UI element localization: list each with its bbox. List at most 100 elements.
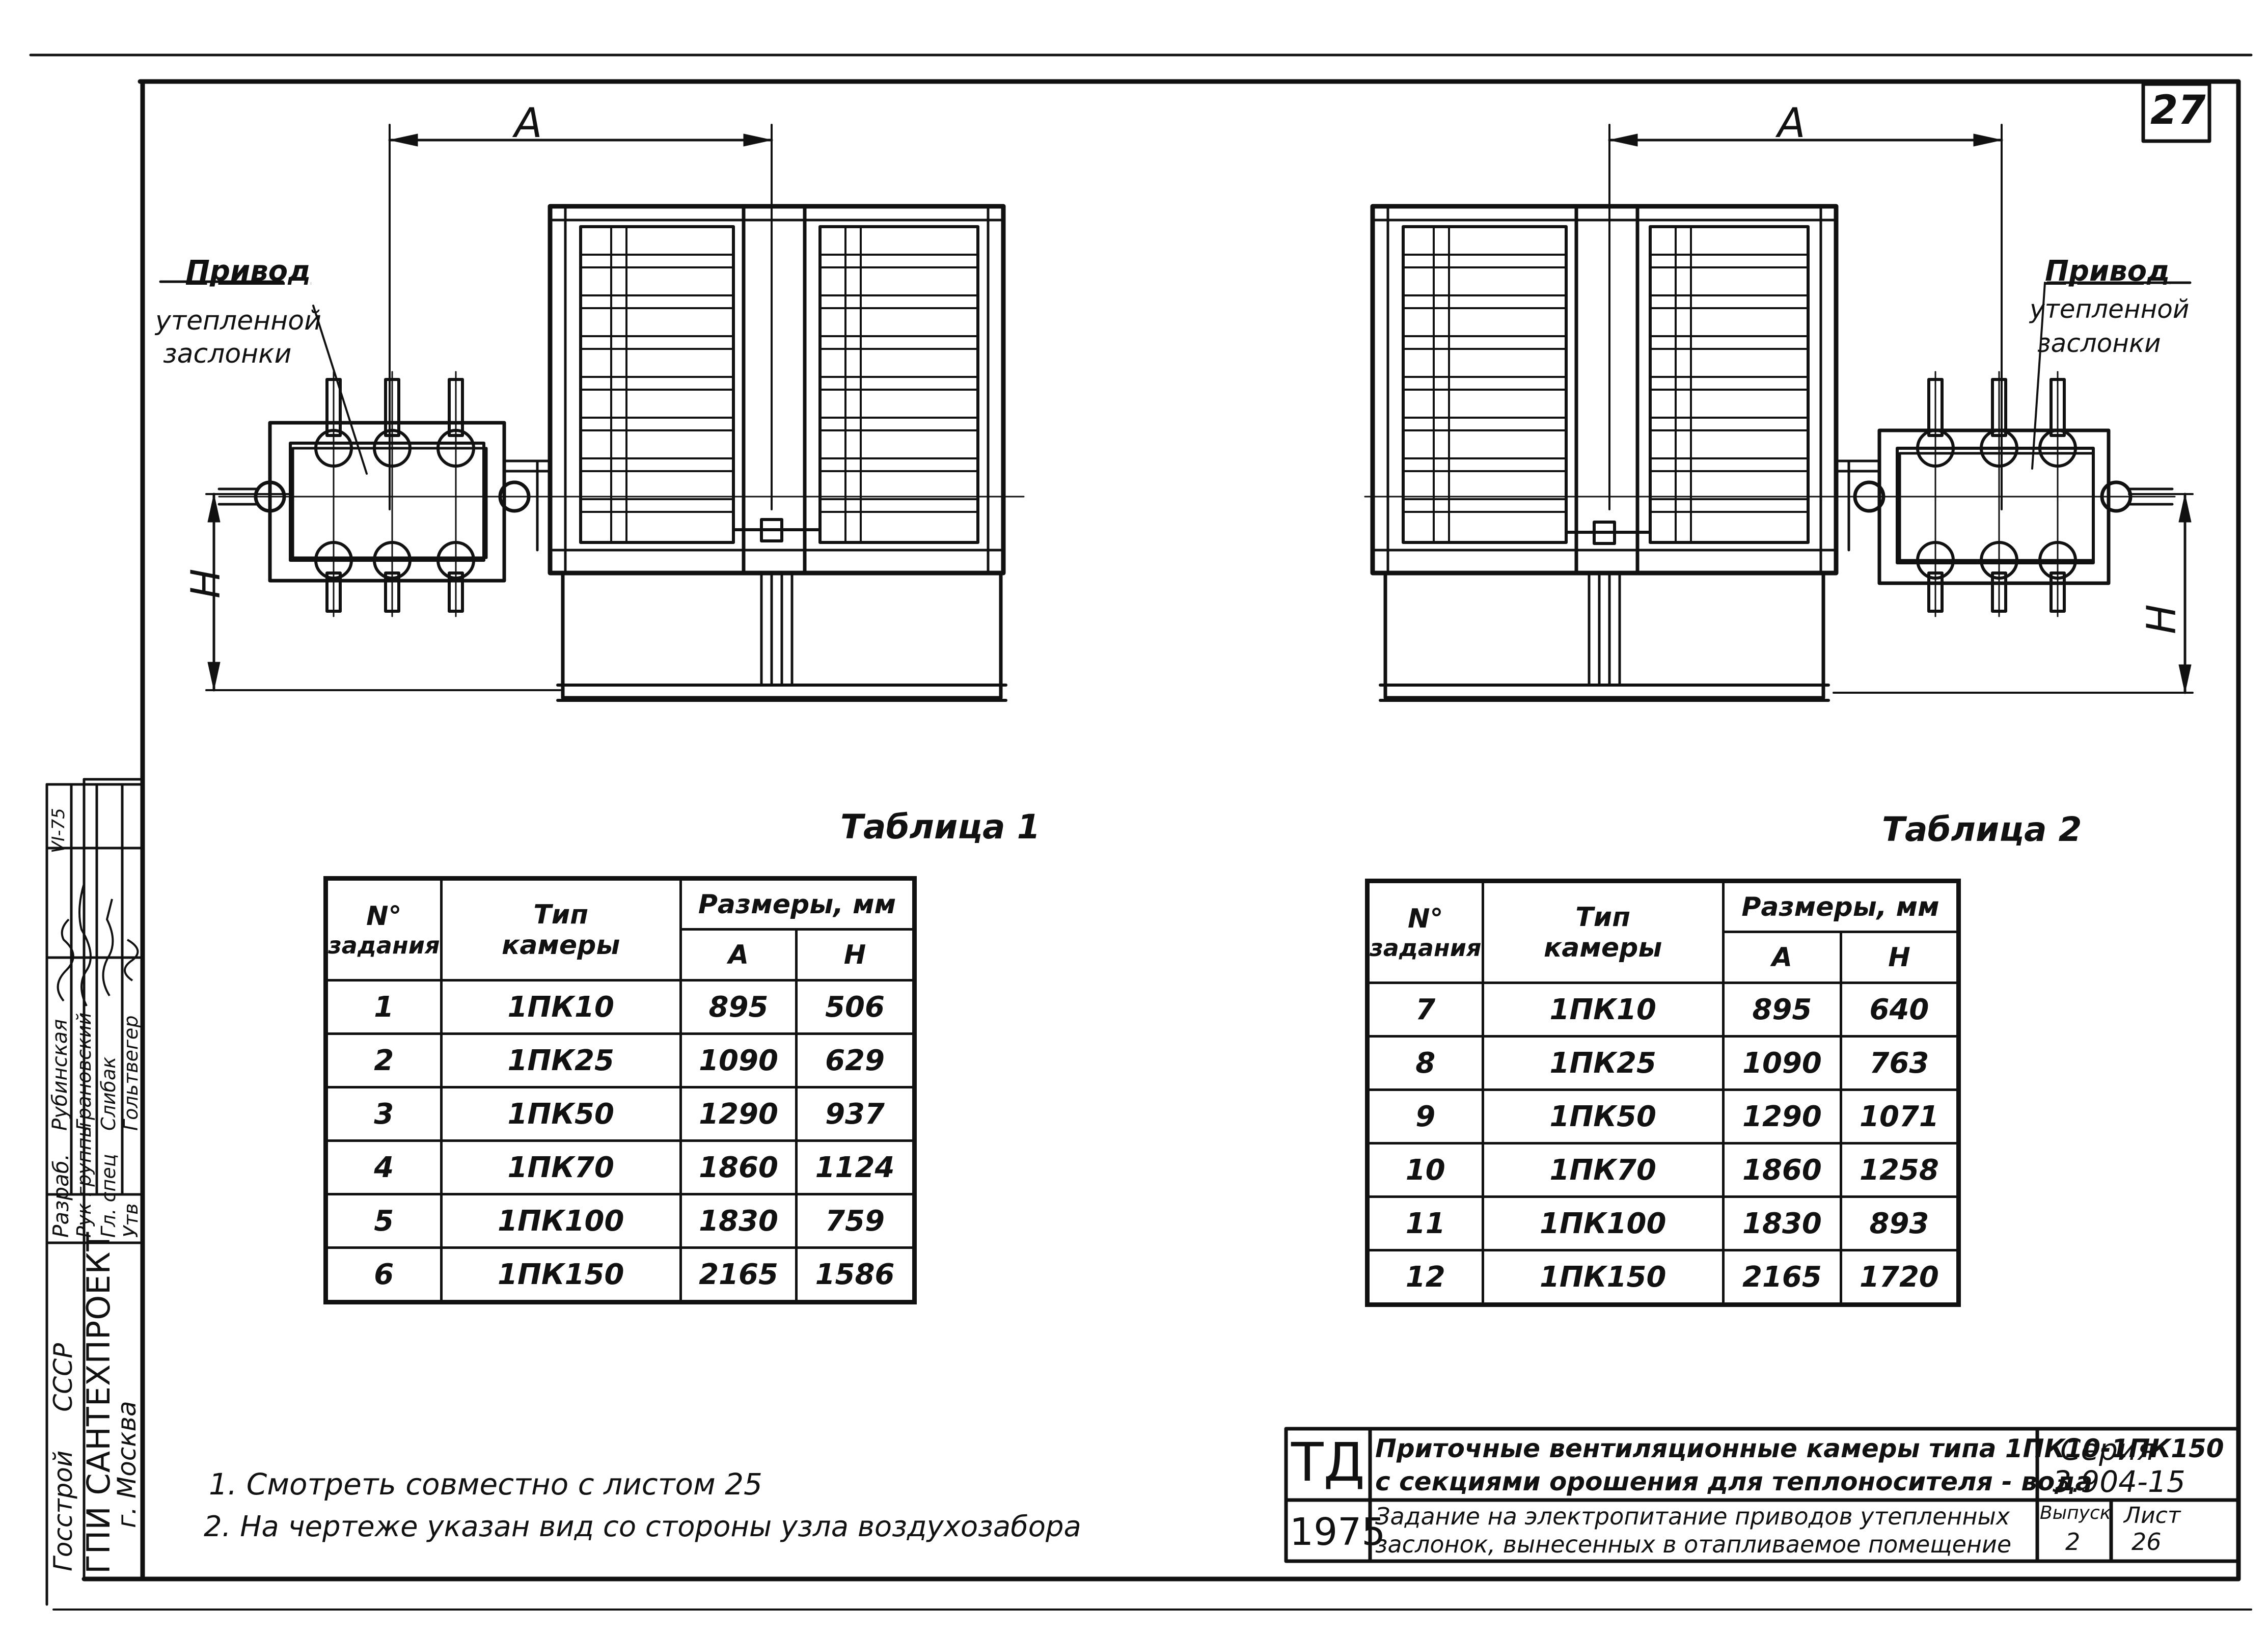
table2-cell-num: 10	[1366, 1142, 1484, 1198]
table1-cell-a: 1090	[679, 1032, 798, 1088]
table1-cell-a: 1860	[679, 1139, 798, 1195]
table1-cell-a: 895	[679, 979, 798, 1035]
table1-cell-type: 1ПК100	[440, 1193, 682, 1249]
dimension-h-label-right: H	[2139, 604, 2185, 634]
table2-cell-a: 2165	[1722, 1249, 1842, 1306]
series-label: Серия	[2060, 1432, 2155, 1467]
side-stamp-frame	[45, 778, 144, 1606]
table1-cell-num: 6	[324, 1246, 443, 1303]
table2-cell-a: 895	[1722, 982, 1842, 1038]
table1-header-a: A	[679, 928, 798, 982]
table2-cell-num: 8	[1366, 1035, 1484, 1091]
table1-cell-h: 506	[795, 979, 916, 1035]
table1-cell-num: 4	[324, 1139, 443, 1195]
table2-cell-a: 1090	[1722, 1035, 1842, 1091]
table2-cell-type: 1ПК50	[1481, 1088, 1725, 1144]
table2-header-num: N° задания	[1366, 880, 1484, 984]
stamp-org-line1: Госстрой СССР	[48, 1343, 78, 1571]
table1-header-num-line2: задания	[328, 931, 440, 959]
table2-cell-num: 12	[1366, 1249, 1484, 1306]
table1-cell-num: 3	[324, 1086, 443, 1142]
table2-cell-h: 893	[1839, 1195, 1960, 1251]
table1-cell-num: 1	[324, 979, 443, 1035]
callout-left-line3: заслонки	[163, 339, 292, 369]
table2-cell-num: 9	[1366, 1088, 1484, 1144]
table1-header-num-line1: N°	[366, 901, 402, 932]
right-unit-drawing	[1364, 124, 2194, 702]
table1-cell-a: 1830	[679, 1193, 798, 1249]
callout-left-line2: утепленной	[155, 306, 321, 336]
sheet-label: Лист	[2124, 1503, 2181, 1529]
table1-cell-a: 2165	[679, 1246, 798, 1303]
table2-cell-type: 1ПК100	[1481, 1195, 1725, 1251]
title-block-frame	[1284, 1427, 2240, 1563]
table2-cell-type: 1ПК70	[1481, 1142, 1725, 1198]
issue-value: 2	[2065, 1528, 2081, 1556]
title-code: ТД	[1291, 1431, 1365, 1493]
note-1: 1. Смотреть совместно с листом 25	[209, 1467, 762, 1502]
table2-cell-h: 640	[1839, 982, 1960, 1038]
table2-cell-h: 1258	[1839, 1142, 1960, 1198]
table2-header-type: Тип камеры	[1481, 880, 1725, 984]
table1-header-type: Тип камеры	[440, 877, 682, 982]
stamp-name-4: Гольтвегер	[120, 1015, 142, 1131]
table1-header-type-line1: Тип	[533, 899, 589, 930]
table2-cell-type: 1ПК150	[1481, 1249, 1725, 1306]
table2-cell-a: 1290	[1722, 1088, 1842, 1144]
stamp-role-4: Утв	[120, 1203, 142, 1238]
table2-header-num-line2: задания	[1370, 934, 1482, 962]
subtitle-line2: заслонок, вынесенных в отапливаемое поме…	[1375, 1531, 2012, 1558]
table1-cell-h: 1586	[795, 1246, 916, 1303]
table1-cell-num: 2	[324, 1032, 443, 1088]
callout-left-line1: Привод	[186, 255, 311, 288]
table1-cell-type: 1ПК50	[440, 1086, 682, 1142]
table2-header-num-line1: N°	[1407, 903, 1443, 934]
table2-cell-num: 7	[1366, 982, 1484, 1038]
table2-header-type-line2: камеры	[1544, 932, 1662, 963]
table2-cell-num: 11	[1366, 1195, 1484, 1251]
table1-header-sizes: Размеры, мм	[679, 877, 916, 931]
table2-cell-type: 1ПК25	[1481, 1035, 1725, 1091]
stamp-role-2: Рук группы	[73, 1122, 95, 1238]
callout-right-line2: утепленной	[2030, 294, 2190, 324]
table1-cell-type: 1ПК25	[440, 1032, 682, 1088]
stamp-role-1: Разраб.	[48, 1153, 73, 1238]
table2-cell-h: 1720	[1839, 1249, 1960, 1306]
table1-cell-a: 1290	[679, 1086, 798, 1142]
sheet-number: 27	[2150, 88, 2206, 133]
table1-cell-h: 629	[795, 1032, 916, 1088]
stamp-org-line3: г. Москва	[112, 1401, 142, 1528]
side-stamp: Госстрой СССР ГПИ САНТЕХПРОЕКТ г. Москва…	[48, 782, 143, 1576]
left-unit-drawing	[159, 124, 1025, 702]
table2-caption: Таблица 2	[1882, 810, 2082, 849]
title-line1: Приточные вентиляционные камеры типа 1ПК…	[1375, 1434, 2224, 1463]
table2-cell-h: 763	[1839, 1035, 1960, 1091]
table1-cell-num: 5	[324, 1193, 443, 1249]
stamp-role-3: Гл. спец	[97, 1154, 120, 1238]
subtitle-line1: Задание на электропитание приводов утепл…	[1375, 1503, 2010, 1530]
callout-right-line3: заслонки	[2037, 329, 2161, 358]
table2-cell-h: 1071	[1839, 1088, 1960, 1144]
table2-cell-a: 1860	[1722, 1142, 1842, 1198]
table2-header-a: A	[1722, 931, 1842, 984]
table1-cell-type: 1ПК150	[440, 1246, 682, 1303]
table2-cell-type: 1ПК10	[1481, 982, 1725, 1038]
table1-header-h: H	[795, 928, 916, 982]
stamp-name-1: Рубинская	[48, 1019, 72, 1131]
series-value: 3.904-15	[2053, 1464, 2185, 1499]
table2-header-h: H	[1839, 931, 1960, 984]
callout-right-line1: Привод	[2045, 255, 2170, 288]
dimension-a-label-left: A	[514, 99, 542, 147]
